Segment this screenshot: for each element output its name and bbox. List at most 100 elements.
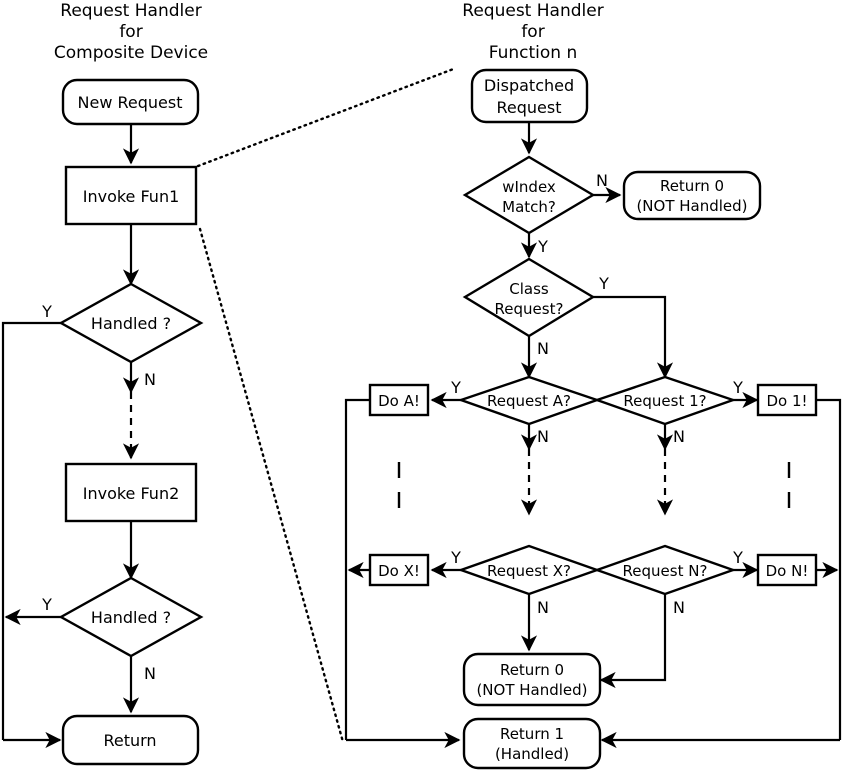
- request-a-label: Request A?: [487, 392, 571, 410]
- node-do-1[interactable]: Do 1!: [756, 383, 818, 417]
- right-heading-line3: Function n: [489, 43, 578, 63]
- invoke-fun1-shape: [64, 165, 198, 226]
- handled-2-shape: [58, 576, 204, 658]
- node-return0-bottom[interactable]: Return 0 (NOT Handled): [462, 652, 602, 707]
- edge-requestn-no-to-return0: [599, 594, 667, 689]
- return0-top-line1: Return 0: [660, 177, 724, 195]
- return1-shape: [462, 717, 602, 770]
- node-request-x[interactable]: Request X?: [457, 544, 601, 596]
- request-x-no-label: N: [537, 598, 549, 617]
- request-x-label: Request X?: [487, 562, 571, 580]
- node-invoke-fun1[interactable]: Invoke Fun1: [64, 165, 198, 226]
- request-1-yes-label: Y: [732, 378, 743, 397]
- do-1-shape: [756, 383, 818, 417]
- edge-handled1-yes-rail: [1, 321, 61, 740]
- request-n-yes-label: Y: [732, 548, 743, 567]
- return0-bottom-shape: [462, 652, 602, 707]
- request-x-yes-label: Y: [450, 548, 461, 567]
- edge-do1-to-right-rail: [816, 398, 842, 740]
- windex-match-shape: [462, 155, 596, 235]
- request-a-no-label: N: [537, 427, 549, 446]
- node-windex-match[interactable]: wIndex Match?: [462, 155, 596, 235]
- new-request-label: New Request: [78, 93, 183, 112]
- windex-no-label: N: [596, 171, 608, 190]
- node-new-request[interactable]: New Request: [61, 78, 200, 126]
- node-class-request[interactable]: Class Request?: [462, 257, 596, 338]
- node-request-n[interactable]: Request N?: [593, 544, 737, 596]
- do-1-label: Do 1!: [766, 392, 807, 410]
- return0-top-shape: [622, 170, 762, 221]
- left-column-edges: [1, 124, 140, 749]
- request-n-shape: [593, 544, 737, 596]
- right-heading-line1: Request Handler: [462, 1, 603, 21]
- left-heading-line1: Request Handler: [60, 1, 201, 21]
- invoke-fun1-label: Invoke Fun1: [83, 187, 180, 206]
- dispatched-request-line1: Dispatched: [484, 76, 574, 95]
- handled-1-shape: [58, 282, 204, 364]
- dispatched-request-shape: [470, 68, 589, 124]
- windex-yes-label: Y: [537, 237, 548, 256]
- do-a-label: Do A!: [378, 392, 420, 410]
- node-return0-top[interactable]: Return 0 (NOT Handled): [622, 170, 762, 221]
- request-x-shape: [457, 544, 601, 596]
- class-request-line1: Class: [509, 280, 549, 298]
- handled-2-yes-label: Y: [41, 595, 52, 614]
- node-do-n[interactable]: Do N!: [756, 553, 818, 587]
- do-n-label: Do N!: [766, 562, 809, 580]
- handled-2-label: Handled ?: [91, 608, 171, 627]
- request-a-yes-label: Y: [450, 378, 461, 397]
- node-do-a[interactable]: Do A!: [368, 383, 430, 417]
- return1-line1: Return 1: [500, 725, 564, 743]
- return-left-label: Return: [103, 731, 156, 750]
- dispatched-request-line2: Request: [497, 98, 562, 117]
- node-do-x[interactable]: Do X!: [368, 553, 430, 587]
- request-n-no-label: N: [673, 598, 685, 617]
- node-handled-2[interactable]: Handled ?: [58, 576, 204, 658]
- node-dispatched-request[interactable]: Dispatched Request: [470, 68, 589, 124]
- handled-2-no-label: N: [144, 664, 156, 683]
- left-heading-line3: Composite Device: [54, 43, 208, 63]
- left-heading-line2: for: [119, 22, 142, 42]
- class-yes-label: Y: [598, 274, 609, 293]
- class-request-line2: Request?: [495, 300, 564, 318]
- do-x-label: Do X!: [378, 562, 420, 580]
- return0-top-line2: (NOT Handled): [636, 197, 747, 215]
- handled-1-label: Handled ?: [91, 314, 171, 333]
- do-a-shape: [368, 383, 430, 417]
- node-return1[interactable]: Return 1 (Handled): [462, 717, 602, 770]
- node-handled-1[interactable]: Handled ?: [58, 282, 204, 364]
- request-1-label: Request 1?: [623, 392, 706, 410]
- request-1-no-label: N: [673, 427, 685, 446]
- right-heading-line2: for: [521, 22, 544, 42]
- connector-dotted-bottom: [198, 227, 345, 744]
- right-column-heading: Request Handler for Function n: [462, 1, 603, 63]
- return0-bottom-line1: Return 0: [500, 661, 564, 679]
- handled-1-yes-label: Y: [41, 302, 52, 321]
- request-1-shape: [593, 375, 737, 426]
- node-return-left[interactable]: Return: [61, 714, 200, 766]
- right-column-edges: [344, 121, 842, 749]
- return0-bottom-line2: (NOT Handled): [476, 681, 587, 699]
- node-request-a[interactable]: Request A?: [457, 375, 601, 426]
- windex-match-line2: Match?: [502, 198, 556, 216]
- node-request-1[interactable]: Request 1?: [593, 375, 737, 426]
- class-request-shape: [462, 257, 596, 338]
- windex-match-line1: wIndex: [502, 178, 556, 196]
- request-n-label: Request N?: [623, 562, 708, 580]
- return-left-shape: [61, 714, 200, 766]
- handled-1-no-label: N: [144, 370, 156, 389]
- node-invoke-fun2[interactable]: Invoke Fun2: [64, 462, 198, 523]
- class-no-label: N: [537, 339, 549, 358]
- do-x-shape: [368, 553, 430, 587]
- connector-dotted-top: [196, 66, 458, 168]
- new-request-shape: [61, 78, 200, 126]
- invoke-fun2-shape: [64, 462, 198, 523]
- return1-line2: (Handled): [495, 745, 569, 763]
- request-a-shape: [457, 375, 601, 426]
- edge-class-yes-to-request1: [593, 295, 674, 379]
- edge-doa-to-left-rail: [344, 398, 370, 740]
- invoke-fun2-label: Invoke Fun2: [83, 484, 180, 503]
- left-column-heading: Request Handler for Composite Device: [54, 1, 208, 63]
